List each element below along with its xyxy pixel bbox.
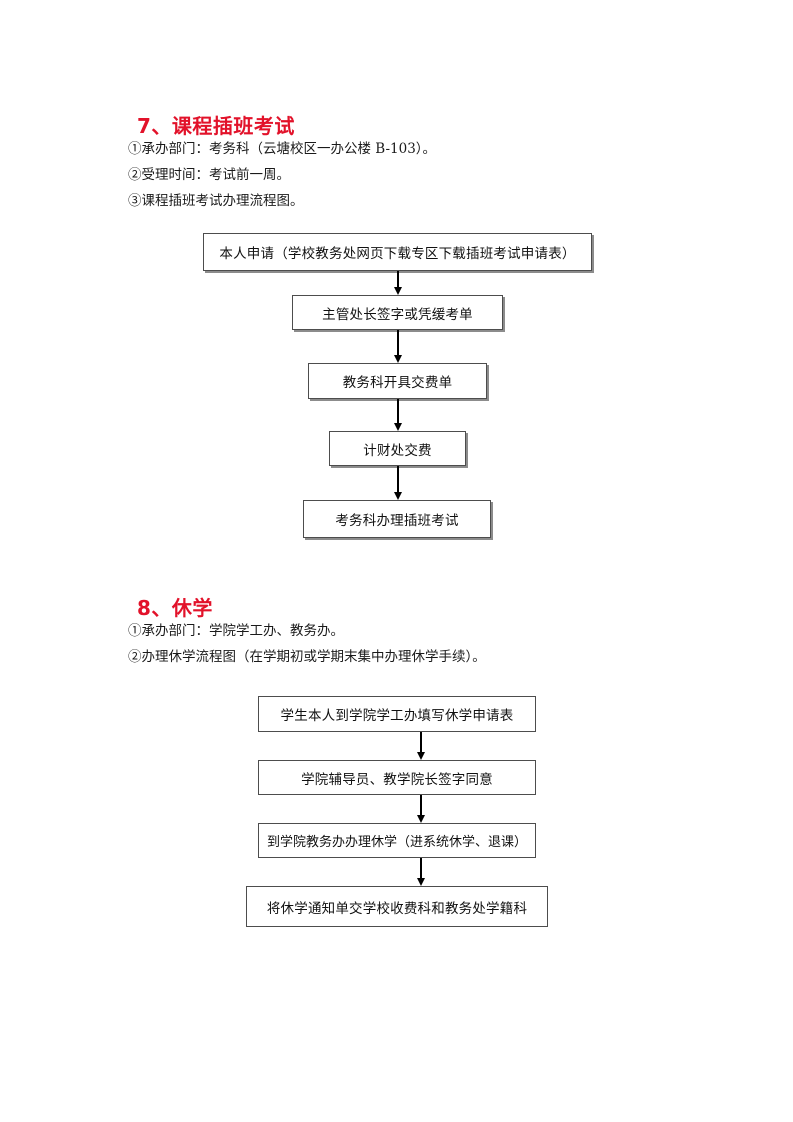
- section-7-line-2: ②受理时间：考试前一周。: [128, 167, 290, 183]
- section-8-heading: 8、休学: [137, 596, 213, 620]
- flow-box-course-step-5: 考务科办理插班考试: [303, 500, 491, 538]
- flow-box-suspension-step-2: 学院辅导员、教学院长签字同意: [258, 760, 536, 795]
- section-8-line-2: ②办理休学流程图（在学期初或学期末集中办理休学手续）。: [128, 649, 486, 665]
- flow-box-course-step-2: 主管处长签字或凭缓考单: [292, 295, 503, 330]
- section-7-line-1: ①承办部门：考务科（云塘校区一办公楼 B-103）。: [128, 141, 437, 157]
- flow-box-course-step-1: 本人申请（学校教务处网页下载专区下载插班考试申请表）: [203, 233, 592, 271]
- flow-box-suspension-step-1: 学生本人到学院学工办填写休学申请表: [258, 696, 536, 732]
- flow-box-course-step-4: 计财处交费: [329, 431, 466, 466]
- section-8-line-1: ①承办部门：学院学工办、教务办。: [128, 623, 344, 639]
- section-7-line-3: ③课程插班考试办理流程图。: [128, 193, 304, 209]
- flow-box-suspension-step-4: 将休学通知单交学校收费科和教务处学籍科: [246, 886, 548, 927]
- section-7-heading: 7、课程插班考试: [137, 114, 295, 138]
- flow-box-course-step-3: 教务科开具交费单: [308, 363, 487, 399]
- flow-box-suspension-step-3: 到学院教务办办理休学（进系统休学、退课）: [258, 823, 536, 858]
